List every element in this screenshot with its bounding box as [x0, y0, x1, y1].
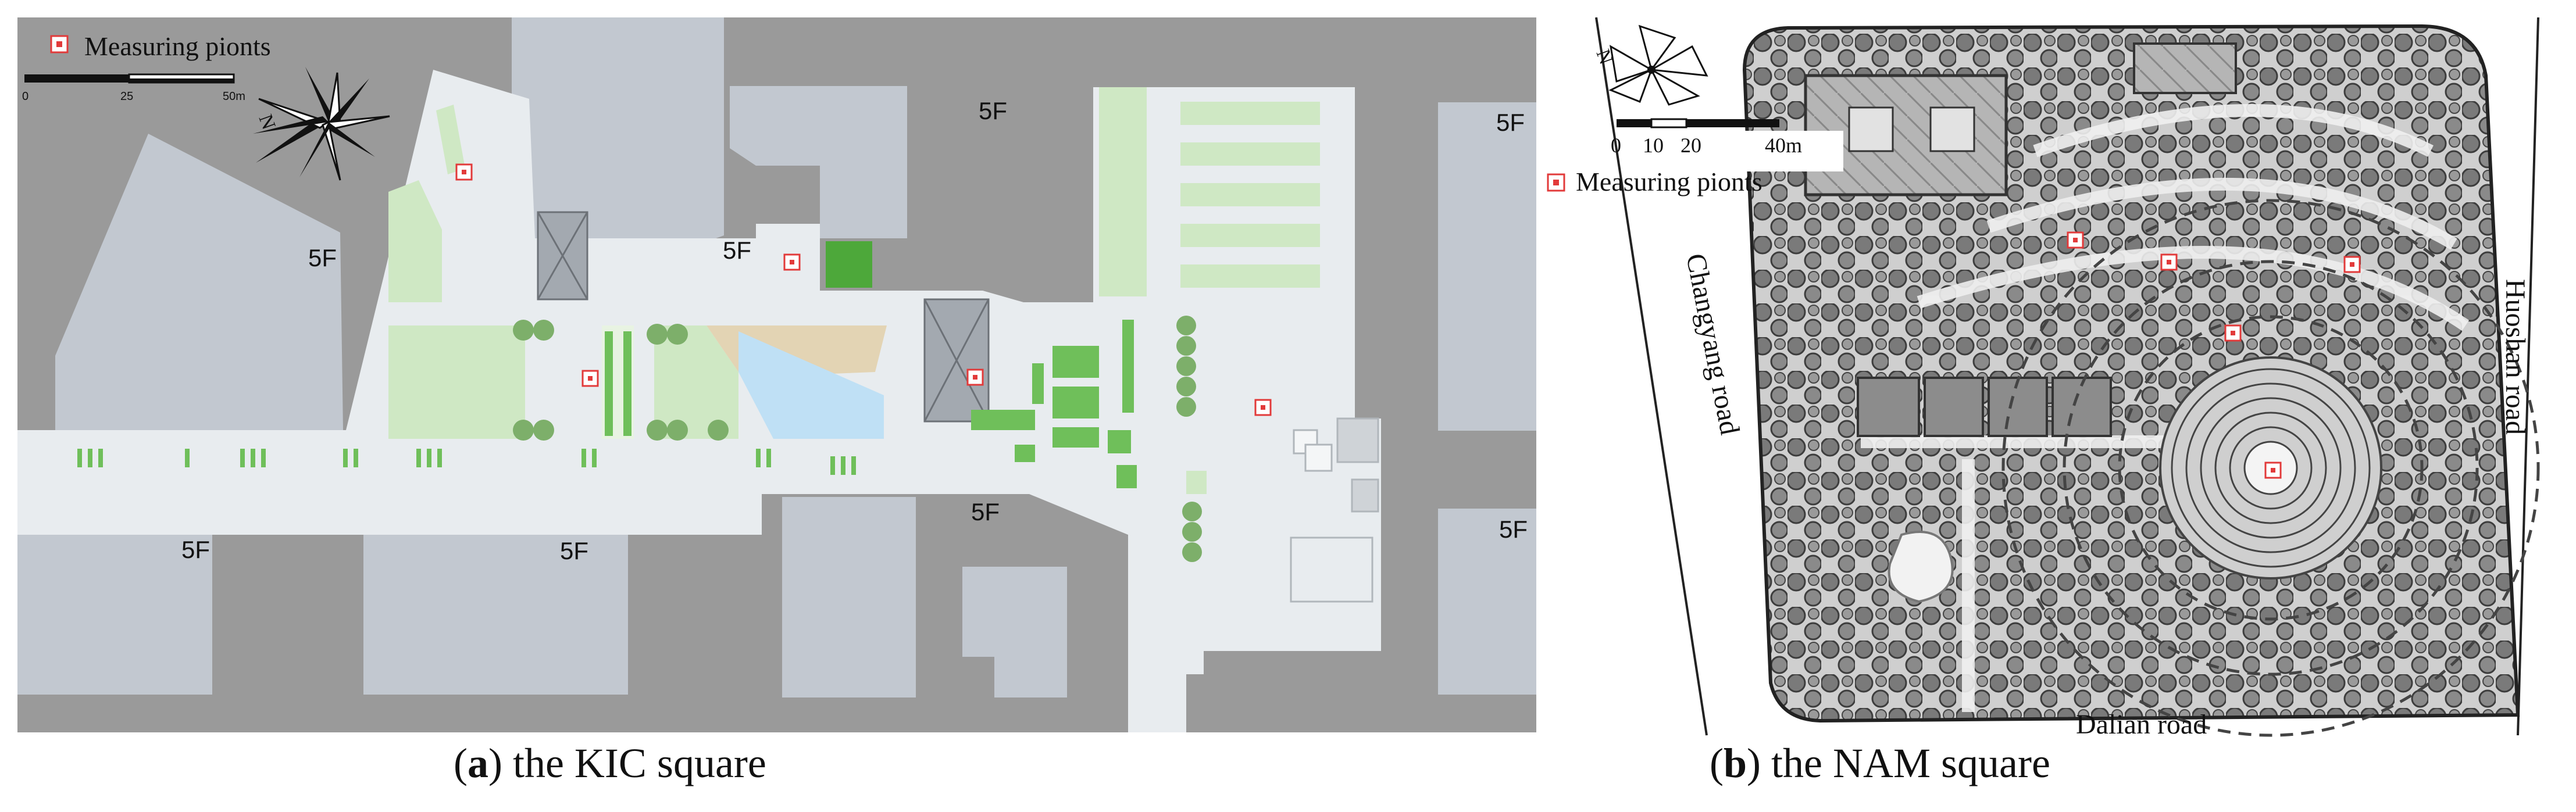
- road-label-right: Huoshan road: [2500, 279, 2531, 435]
- scale-tick: 0: [1611, 134, 1621, 157]
- measuring-point-marker: [783, 253, 801, 271]
- road-edge: [2517, 17, 2539, 736]
- caption-b: (b) the NAM square: [1710, 740, 2050, 786]
- roof-courtyard: [1848, 106, 1894, 152]
- legend-a: Measuring pionts: [50, 31, 271, 61]
- road-edge: [1595, 17, 1708, 736]
- road-label-bottom: Dalian road: [2076, 709, 2207, 740]
- floor-label: 5F: [979, 97, 1007, 124]
- measuring-point-marker: [2160, 253, 2178, 271]
- benches-a: [77, 449, 856, 475]
- compass-rose-a-icon: N: [253, 67, 390, 181]
- scale-tick: 20: [1681, 134, 1701, 157]
- trees-a: [513, 316, 1202, 562]
- pavilion-row: [1857, 377, 2112, 437]
- measuring-point-marker: [455, 163, 473, 181]
- floor-label: 5F: [181, 536, 210, 563]
- playground: [1888, 531, 1954, 603]
- scale-tick: 10: [1643, 134, 1664, 157]
- caption-text: the KIC square: [502, 740, 766, 786]
- floor-label: 5F: [1499, 516, 1528, 543]
- floor-label: 5F: [308, 244, 337, 271]
- scale-tick: 50m: [223, 90, 245, 103]
- scale-tick: 0: [22, 90, 28, 103]
- measuring-point-marker: [2224, 324, 2242, 342]
- caption-letter: b: [1723, 740, 1747, 786]
- measuring-point-marker: [966, 369, 984, 386]
- planters-a: [826, 241, 1137, 488]
- measuring-point-marker: [2343, 256, 2361, 273]
- caption-letter: a: [467, 740, 488, 786]
- compass-rose-b-icon: N: [1592, 24, 1708, 106]
- measuring-point-marker: [581, 370, 599, 387]
- measuring-points-b: [2067, 231, 2361, 479]
- legend-marker-icon: [50, 35, 69, 53]
- legend-label: Measuring pionts: [1576, 167, 1762, 196]
- roof-building: [2133, 42, 2237, 94]
- water-feature: [738, 331, 884, 439]
- legend-b: Measuring pionts: [1547, 131, 1843, 196]
- panel-a-kic-map: 5F 5F 5F 5F 5F 5F 5F 5F Measuring pionts: [17, 17, 1536, 732]
- kiosks-a: [1290, 417, 1379, 603]
- lawns-a: [388, 87, 1320, 494]
- floor-label: 5F: [971, 498, 1000, 525]
- floor-label: 5F: [1496, 109, 1525, 136]
- buildings-a: [17, 17, 1536, 697]
- scale-tick: 40m: [1765, 134, 1802, 157]
- scale-bar-a: 0 25 50m: [22, 73, 245, 103]
- legend-marker-icon: [1547, 173, 1565, 192]
- measuring-points-a: [455, 163, 1272, 416]
- scale-bar-b: 0 10 20 40m: [1611, 118, 1802, 157]
- hedge-grid: [602, 325, 634, 439]
- floor-label: 5F: [723, 237, 751, 264]
- measuring-point-marker: [2067, 231, 2084, 249]
- hatched-structures: [537, 211, 990, 423]
- panel-b-nam-map: Changyang road Huoshan road Dalian road …: [1547, 17, 2540, 740]
- caption-a: (a) the KIC square: [454, 740, 766, 786]
- measuring-point-marker: [1254, 399, 1272, 416]
- caption-text: the NAM square: [1761, 740, 2050, 786]
- scale-tick: 25: [120, 90, 133, 103]
- floor-label: 5F: [560, 537, 588, 564]
- measuring-point-marker: [2264, 462, 2282, 479]
- road-label-left: Changyang road: [1680, 251, 1745, 437]
- roof-courtyard: [1929, 106, 1975, 152]
- paths-b: [1861, 104, 2470, 712]
- legend-label: Measuring pionts: [84, 31, 271, 61]
